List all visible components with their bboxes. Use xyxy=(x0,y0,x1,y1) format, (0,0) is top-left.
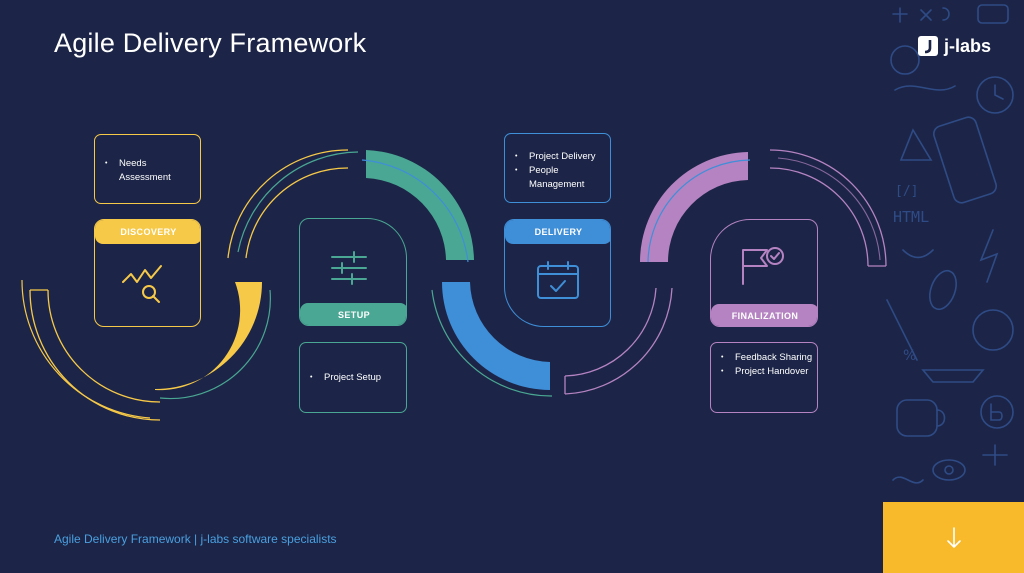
delivery-info-box: Project Delivery People Management xyxy=(504,133,611,203)
delivery-outline-arc xyxy=(431,289,553,397)
list-item: Feedback Sharing xyxy=(711,351,817,365)
delivery-purple-outer xyxy=(564,287,673,395)
chart-search-icon xyxy=(122,265,162,303)
list-item: Project Setup xyxy=(300,371,406,385)
brand-logo: j-labs xyxy=(918,34,991,58)
arrow-down-icon xyxy=(946,526,961,548)
finalization-blue-edge xyxy=(647,159,751,263)
discovery-info-box: Needs Assessment xyxy=(94,134,201,204)
next-slide-button[interactable] xyxy=(883,502,1024,573)
setup-filled-arc xyxy=(366,150,474,260)
finalization-card: FINALIZATION xyxy=(710,219,818,327)
list-item: Project Delivery xyxy=(505,150,610,164)
delivery-label: DELIVERY xyxy=(505,220,610,244)
finalization-filled-arc xyxy=(640,152,748,262)
delivery-filled-arc xyxy=(442,282,550,390)
setup-arc-blue-edge xyxy=(361,159,469,263)
footer-caption: Agile Delivery Framework | j-labs softwa… xyxy=(54,532,337,546)
calendar-check-icon xyxy=(537,261,579,299)
j-labs-logo-icon xyxy=(918,36,938,56)
flag-check-icon xyxy=(742,247,784,285)
sliders-icon xyxy=(331,251,367,285)
finalization-arc-offset xyxy=(777,157,881,261)
finalization-inner-arc xyxy=(769,167,869,267)
setup-outer-arc xyxy=(227,149,349,259)
logo-text: j-labs xyxy=(944,35,992,56)
delivery-purple-inner xyxy=(564,287,657,377)
finalization-info-box: Feedback Sharing Project Handover xyxy=(710,342,818,413)
setup-card: SETUP xyxy=(299,218,407,326)
delivery-card: DELIVERY xyxy=(504,219,611,327)
list-item: People Management xyxy=(505,164,610,192)
discovery-arc-teal-edge xyxy=(159,289,271,400)
finalization-outer-arc xyxy=(769,149,887,267)
svg-text:%: % xyxy=(903,348,916,364)
doodle-illustration: [/] HTML % xyxy=(883,0,1024,502)
discovery-filled-arc xyxy=(155,282,262,391)
setup-info-box: Project Setup xyxy=(299,342,407,413)
list-item: Needs Assessment xyxy=(95,157,200,185)
discovery-card: DISCOVERY xyxy=(94,219,201,327)
svg-text:HTML: HTML xyxy=(893,208,929,226)
svg-text:[/]: [/] xyxy=(895,184,918,199)
discovery-arc-offset xyxy=(21,279,151,419)
discovery-inner-arc xyxy=(47,289,161,403)
finalization-label: FINALIZATION xyxy=(711,304,817,326)
discovery-label: DISCOVERY xyxy=(95,220,200,244)
setup-label: SETUP xyxy=(300,303,406,325)
list-item: Project Handover xyxy=(711,365,817,379)
setup-teal-outline xyxy=(237,151,359,253)
setup-inner-arc xyxy=(245,167,349,259)
discovery-outer-arc xyxy=(29,289,161,421)
page-title: Agile Delivery Framework xyxy=(54,28,367,58)
